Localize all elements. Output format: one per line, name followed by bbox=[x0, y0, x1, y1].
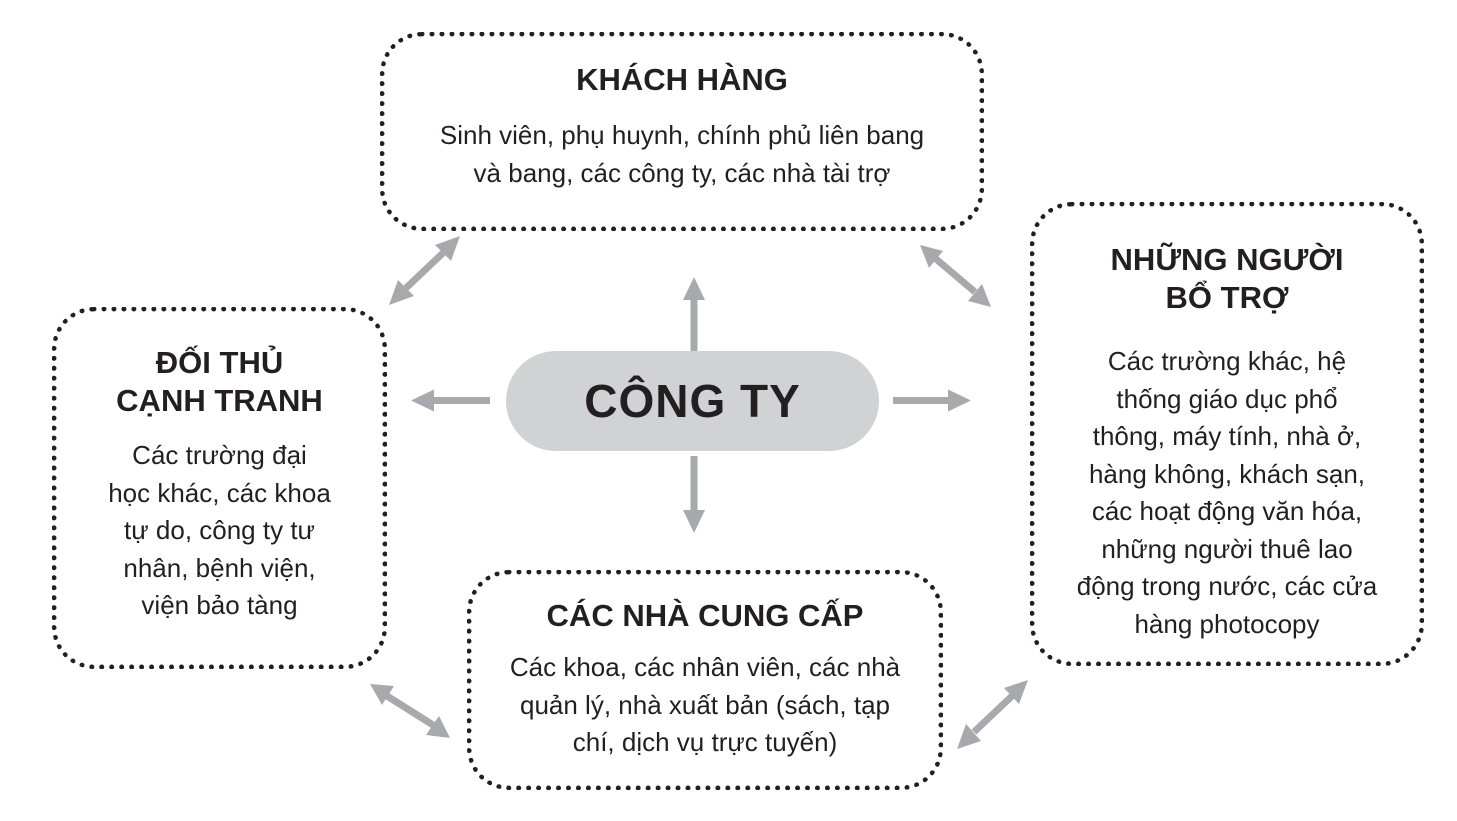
customers-title: KHÁCH HÀNG bbox=[576, 62, 788, 97]
customers-line: và bang, các công ty, các nhà tài trợ bbox=[473, 157, 891, 188]
complementors-line: những người thuê lao bbox=[1101, 533, 1353, 564]
customers-box: KHÁCH HÀNG Sinh viên, phụ huynh, chính p… bbox=[380, 32, 984, 231]
double-arrow-competitors-suppliers-shaft bbox=[385, 693, 435, 728]
complementors-description: Các trường khác, hệ thống giáo dục phổ t… bbox=[1035, 343, 1419, 643]
arrow-down bbox=[683, 456, 705, 533]
complementors-line: hàng photocopy bbox=[1134, 608, 1320, 639]
customers-line: Sinh viên, phụ huynh, chính phủ liên ban… bbox=[439, 120, 925, 150]
double-arrow-customers-competitors-shaft bbox=[403, 250, 446, 291]
complementors-title-line: NHỮNG NGƯỜI bbox=[1110, 242, 1344, 277]
complementors-title: NHỮNG NGƯỜI BỔ TRỢ bbox=[1035, 241, 1419, 317]
complementors-title-line: BỔ TRỢ bbox=[1165, 280, 1289, 315]
competitors-line: nhân, bệnh viện, bbox=[123, 552, 316, 583]
arrow-up bbox=[683, 277, 705, 355]
suppliers-line: Các khoa, các nhân viên, các nhà bbox=[509, 652, 901, 682]
competitors-line: Các trường đại bbox=[132, 440, 307, 470]
competitors-box: ĐỐI THỦ CẠNH TRANH Các trường đại học kh… bbox=[52, 307, 387, 669]
company-node: CÔNG TY bbox=[506, 351, 879, 451]
suppliers-box: CÁC NHÀ CUNG CẤP Các khoa, các nhân viên… bbox=[467, 570, 943, 790]
complementors-line: động trong nước, các cửa bbox=[1076, 571, 1378, 601]
company-label: CÔNG TY bbox=[584, 375, 801, 427]
double-arrow-suppliers-complementors-shaft bbox=[971, 693, 1015, 735]
competitors-title: ĐỐI THỦ CẠNH TRANH bbox=[57, 344, 382, 420]
competitors-title-line: CẠNH TRANH bbox=[116, 383, 323, 418]
complementors-line: thông, máy tính, nhà ở, bbox=[1092, 421, 1362, 451]
competitors-line: tự do, công ty tư bbox=[124, 515, 315, 545]
arrow-right bbox=[893, 389, 971, 412]
suppliers-title: CÁC NHÀ CUNG CẤP bbox=[546, 598, 864, 633]
competitors-line: học khác, các khoa bbox=[108, 477, 331, 508]
suppliers-line: chí, dịch vụ trực tuyến) bbox=[572, 727, 838, 757]
complementors-line: Các trường khác, hệ bbox=[1107, 346, 1347, 376]
competitors-line: viện bảo tàng bbox=[141, 590, 298, 620]
complementors-box: NHỮNG NGƯỜI BỔ TRỢ Các trường khác, hệ t… bbox=[1030, 202, 1424, 666]
customers-description: Sinh viên, phụ huynh, chính phủ liên ban… bbox=[385, 117, 979, 192]
arrow-left bbox=[411, 389, 490, 412]
suppliers-description: Các khoa, các nhân viên, các nhà quản lý… bbox=[472, 649, 938, 762]
competitors-title-line: ĐỐI THỦ bbox=[155, 345, 284, 380]
double-arrow-customers-complementors-shaft bbox=[933, 256, 978, 295]
competitors-description: Các trường đại học khác, các khoa tự do,… bbox=[57, 437, 382, 625]
suppliers-line: quản lý, nhà xuất bản (sách, tạp bbox=[519, 689, 891, 720]
complementors-line: các hoạt động văn hóa, bbox=[1091, 496, 1363, 526]
complementors-line: hàng không, khách sạn, bbox=[1088, 458, 1366, 489]
complementors-line: thống giáo dục phổ bbox=[1116, 383, 1338, 414]
